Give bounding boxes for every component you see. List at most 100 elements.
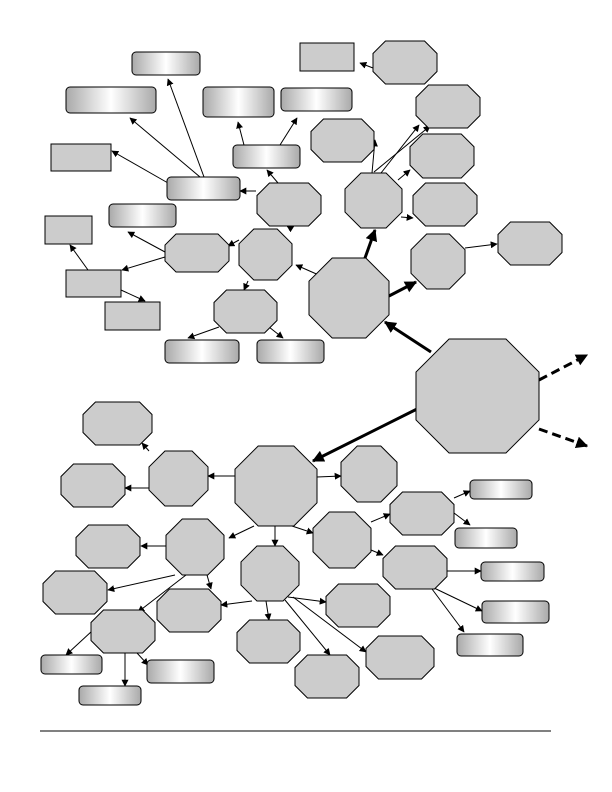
gradient-pill-node-21 [166,176,241,201]
connector-arrow-39 [107,574,176,593]
connector-arrow-9 [373,125,431,173]
thick-connector-arrow-1 [383,320,432,354]
octagon-node-30 [340,445,398,503]
connector-arrow-51 [370,549,384,556]
connector-arrow-44 [136,652,149,666]
connector-arrow-46 [264,600,272,621]
octagon-node-43 [312,511,372,569]
octagon-node-2 [344,172,403,229]
connector-arrow-32 [228,525,255,539]
connector-arrow-49 [292,596,367,653]
connector-arrow-21 [279,117,298,146]
octagon-node-47 [382,545,448,590]
octagon-node-28 [415,338,540,454]
gradient-pill-node-22 [108,203,177,228]
connector-arrow-52 [453,490,471,499]
connector-arrow-13 [359,61,374,69]
gradient-pill-node-39 [40,654,103,675]
thick-connector-arrow-6 [388,280,418,298]
gradient-pill-node-15 [131,51,201,76]
octagon-node-42 [240,545,300,602]
octagon-node-35 [75,524,141,569]
connector-arrow-11 [397,169,411,181]
thick-connector-arrow-2 [311,407,418,463]
gradient-pill-node-40 [78,685,142,706]
octagon-node-29 [234,445,318,527]
gradient-pill-node-26 [164,339,240,364]
gradient-pill-node-17 [202,86,275,118]
dashed-connector-arrow-4 [538,427,589,449]
connector-arrow-24 [111,150,169,184]
rectangle-node-4 [299,42,355,72]
connector-arrow-16 [266,169,279,184]
gradient-pill-node-20 [232,144,301,169]
rectangle-node-19 [50,143,112,172]
octagon-node-12 [256,182,322,227]
gradient-pill-node-49 [481,600,550,624]
connector-arrow-20 [236,121,245,146]
octagon-node-33 [60,463,126,508]
gradient-pill-node-27 [256,339,325,364]
connector-arrow-28 [120,289,146,302]
connector-arrow-18 [227,239,240,247]
connector-arrow-10 [380,124,420,174]
octagon-node-36 [42,570,108,615]
gradient-pill-node-48 [480,561,545,582]
octagon-node-3 [372,40,438,85]
octagon-node-51 [325,583,391,628]
octagon-node-38 [90,609,156,654]
thick-connector-arrow-5 [363,228,378,259]
octagon-node-44 [389,491,455,536]
octagon-node-7 [409,133,475,179]
octagon-node-53 [365,635,435,680]
gradient-pill-node-16 [65,86,157,114]
connector-arrow-56 [431,588,465,633]
connector-arrow-34 [291,525,314,535]
connector-arrow-26 [121,256,166,272]
connector-arrow-50 [370,513,391,523]
octagon-node-52 [236,619,301,664]
connector-arrow-42 [65,630,93,656]
octagon-node-32 [82,401,153,446]
rectangle-node-25 [104,301,161,331]
connector-arrow-48 [284,599,331,656]
octagon-node-13 [164,233,230,273]
octagon-node-11 [238,228,293,281]
rectangle-node-23 [44,215,93,245]
connector-arrow-30 [268,326,284,339]
connector-arrow-14 [464,241,498,249]
connector-arrow-35 [316,472,342,480]
nodes-layer [40,40,563,706]
octagon-node-34 [165,518,225,576]
connector-arrow-41 [205,574,213,590]
octagon-node-5 [415,84,481,129]
connector-arrow-12 [400,213,414,221]
connector-arrow-19 [243,280,250,291]
connector-arrow-22 [166,78,205,178]
connector-arrow-55 [431,586,483,612]
octagon-node-6 [310,118,375,163]
octagon-node-9 [410,233,466,290]
octagon-node-14 [213,289,278,334]
connector-arrow-29 [187,326,220,340]
connector-arrow-23 [129,117,201,178]
rectangle-node-24 [65,269,122,298]
dashed-connector-arrow-3 [538,353,589,382]
gradient-pill-node-46 [454,527,518,549]
connector-arrow-27 [69,244,89,271]
connector-arrow-40 [137,574,187,613]
gradient-pill-node-50 [456,633,524,657]
octagon-node-1 [308,257,390,339]
octagon-node-10 [497,221,563,266]
gradient-pill-node-18 [280,87,353,112]
connector-arrow-37 [141,442,150,452]
octagon-node-37 [156,588,222,633]
octagon-node-31 [148,450,209,507]
octagon-node-54 [294,654,360,699]
gradient-pill-node-41 [146,659,215,684]
connector-arrow-45 [220,600,253,608]
connector-arrow-53 [453,512,471,526]
connector-arrow-25 [127,231,166,253]
octagon-node-8 [412,182,478,227]
